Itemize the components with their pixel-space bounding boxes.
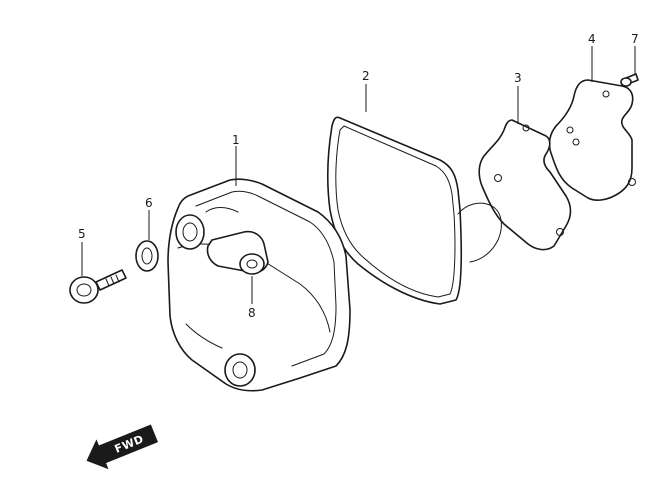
callout-2: 2 (362, 69, 370, 83)
callout-1: 1 (232, 133, 240, 147)
callout-3: 3 (514, 71, 522, 85)
callout-6: 6 (145, 196, 153, 210)
part-1-cylinder-head-cover (167, 178, 351, 392)
part-5-bolt (69, 269, 127, 304)
part-6-washer (135, 240, 159, 272)
callout-4: 4 (588, 32, 596, 46)
part-4-gasket-plate (548, 79, 636, 201)
part-7-screw (620, 73, 639, 87)
callout-5: 5 (78, 227, 86, 241)
callout-7: 7 (631, 32, 639, 46)
callout-8: 8 (248, 306, 256, 320)
part-2-cover-gasket (327, 116, 502, 305)
part-3-gasket-plate (478, 119, 572, 251)
fwd-arrow-icon: FWD (86, 424, 158, 470)
